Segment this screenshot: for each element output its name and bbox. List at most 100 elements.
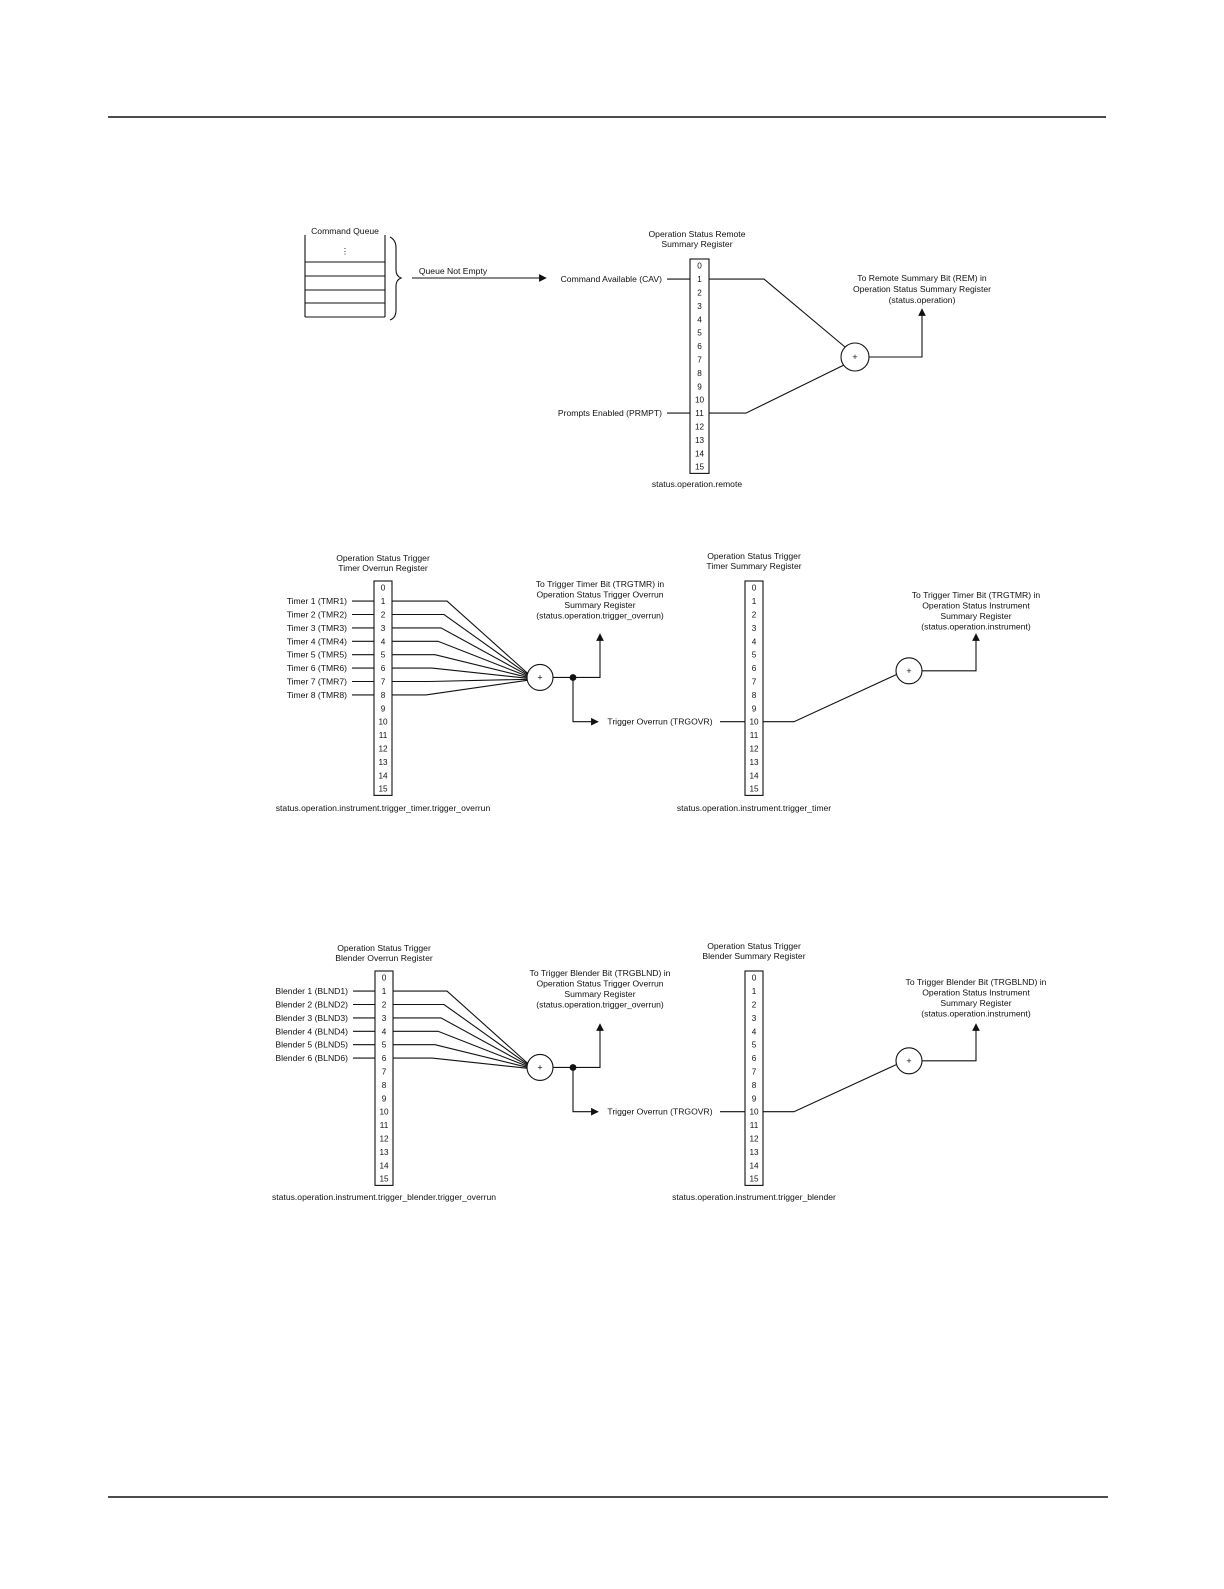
timer-input-label-4: Timer 4 (TMR4) (287, 636, 347, 646)
blender-overrun-register-bit-11: 11 (380, 1121, 389, 1130)
timer-summary-register-bit-14: 14 (749, 771, 759, 780)
queue-not-empty-label: Queue Not Empty (419, 266, 488, 276)
blender-summary-register-bit-6: 6 (752, 1054, 757, 1063)
blender-overrun-register-bit-10: 10 (379, 1108, 389, 1117)
remote-register-bit-4: 4 (697, 315, 702, 324)
blender-input-label-5: Blender 5 (BLND5) (275, 1040, 348, 1050)
blender-overrun-register-bit-3: 3 (382, 1014, 387, 1023)
blender-input-label-3: Blender 3 (BLND3) (275, 1013, 348, 1023)
timer-overrun-register-name: status.operation.instrument.trigger_time… (276, 803, 491, 813)
timer-summary-register-bit-9: 9 (752, 704, 757, 713)
timer-summary-register-bit-15: 15 (749, 785, 759, 794)
timer-summary-register-bit-0: 0 (752, 584, 757, 593)
blender-overrun-register-bit-14: 14 (379, 1161, 389, 1170)
timer-summary-register-bit-13: 13 (749, 758, 759, 767)
timer-overrun-register-bit-11: 11 (379, 731, 388, 740)
timer-overrun-title-line-2: Timer Overrun Register (338, 563, 428, 573)
timer-summary-register-bit-3: 3 (752, 624, 757, 633)
remote-register-box (689, 258, 710, 474)
remote-wire-cav (709, 278, 846, 348)
timer-summary-register-name: status.operation.instrument.trigger_time… (677, 803, 831, 813)
remote-register-bit-13: 13 (695, 436, 705, 445)
blender-summary-register-bit-15: 15 (749, 1175, 759, 1184)
command-queue-title: Command Queue (311, 226, 379, 236)
blender-overrun-register-bit-13: 13 (379, 1148, 389, 1157)
timer-overrun-register-bit-4: 4 (381, 637, 386, 646)
remote-register-bit-8: 8 (697, 369, 702, 378)
timer-overrun-register-bit-3: 3 (381, 624, 386, 633)
blender-overrun-register-bit-15: 15 (379, 1175, 389, 1184)
remote-register-name: status.operation.remote (652, 479, 743, 489)
blender-overrun-output-line-2: Summary Register (564, 989, 635, 999)
timer-overrun-register-bit-6: 6 (381, 664, 386, 673)
blender-input-label-4: Blender 4 (BLND4) (275, 1026, 348, 1036)
timer-fan-wire-1 (392, 600, 530, 675)
timer-fan-wire-4 (392, 640, 530, 678)
timer-fan-wire-6 (392, 667, 530, 680)
timer-input-label-2: Timer 2 (TMR2) (287, 610, 347, 620)
blender-summary-register-box (744, 970, 764, 1186)
blender-overrun-register-bit-1: 1 (382, 987, 387, 996)
blender-summary-output-line-1: Operation Status Instrument (922, 988, 1030, 998)
timer-overrun-output-line-2: Summary Register (564, 600, 635, 610)
timer-overrun-register-bit-0: 0 (381, 584, 386, 593)
blender-overrun-register-bit-0: 0 (382, 974, 387, 983)
blender-overrun-register-bit-2: 2 (382, 1001, 387, 1010)
command-queue-brace (389, 236, 403, 321)
timer-summary-title-line-2: Timer Summary Register (706, 561, 801, 571)
blender-summary-output-line-2: Summary Register (940, 998, 1011, 1008)
blender-summary-register-bit-12: 12 (749, 1135, 759, 1144)
timer-input-label-5: Timer 5 (TMR5) (287, 650, 347, 660)
remote-output-arrow (869, 308, 926, 358)
timer-summary-output-line-3: (status.operation.instrument) (921, 622, 1031, 632)
remote-register-bit-15: 15 (695, 463, 705, 472)
timer-summary-register-box (744, 580, 764, 796)
blender-summary-register-bit-1: 1 (752, 987, 757, 996)
timer-overrun-register-bit-10: 10 (378, 718, 388, 727)
timer-overrun-register-bit-5: 5 (381, 651, 386, 660)
blender-summary-title-line-1: Operation Status Trigger (707, 941, 801, 951)
blender-summary-title-line-2: Blender Summary Register (702, 951, 805, 961)
blender-fan-wire-5 (393, 1044, 530, 1069)
timer-overrun-output-line-1: Operation Status Trigger Overrun (536, 590, 663, 600)
blender-overrun-output-line-1: Operation Status Trigger Overrun (536, 979, 663, 989)
blender-input-label-6: Blender 6 (BLND6) (275, 1053, 348, 1063)
blender-overrun-register-bit-4: 4 (382, 1027, 387, 1036)
blender-summary-register-bit-4: 4 (752, 1027, 757, 1036)
blender-summary-register-bit-7: 7 (752, 1068, 757, 1077)
remote-register-bit-14: 14 (695, 449, 705, 458)
remote-register-bit-10: 10 (695, 396, 705, 405)
timer-overrun-register-bit-14: 14 (378, 771, 388, 780)
timer-overrun-title-line-1: Operation Status Trigger (336, 553, 430, 563)
timer-overrun-register-bit-2: 2 (381, 611, 386, 620)
blender-summary-register-bit-3: 3 (752, 1014, 757, 1023)
blender-overrun-register-box (374, 970, 394, 1186)
blender-overrun-register-bit-5: 5 (382, 1041, 387, 1050)
timer-junction-down-arrow (572, 677, 599, 726)
blender-junction-down-arrow (572, 1067, 599, 1116)
timer-summary-output-line-1: Operation Status Instrument (922, 601, 1030, 611)
timer-summary-register-bit-1: 1 (752, 597, 757, 606)
blender-summary-register-bit-10: 10 (749, 1108, 759, 1117)
remote-register-bit-2: 2 (697, 289, 702, 298)
timer-summary-register-bit-5: 5 (752, 651, 757, 660)
remote-summing-node-symbol: + (852, 352, 857, 362)
timer-summary-title-line-1: Operation Status Trigger (707, 551, 801, 561)
timer-input-label-7: Timer 7 (TMR7) (287, 677, 347, 687)
remote-register-title-line-2: Summary Register (661, 239, 732, 249)
timer-overrun-register-box (373, 580, 393, 796)
blender-overrun-register-bit-8: 8 (382, 1081, 387, 1090)
timer-summary-register-bit-6: 6 (752, 664, 757, 673)
blender-fan-wire-2 (393, 1003, 530, 1066)
timer-input-label-8: Timer 8 (TMR8) (287, 690, 347, 700)
remote-register-bit-6: 6 (697, 342, 702, 351)
timer-summary-register-bit-11: 11 (750, 731, 759, 740)
timer-summary-output-line-0: To Trigger Timer Bit (TRGTMR) in (912, 590, 1041, 600)
timer-overrun-register-bit-9: 9 (381, 704, 386, 713)
blender-summary-register-bit-9: 9 (752, 1094, 757, 1103)
